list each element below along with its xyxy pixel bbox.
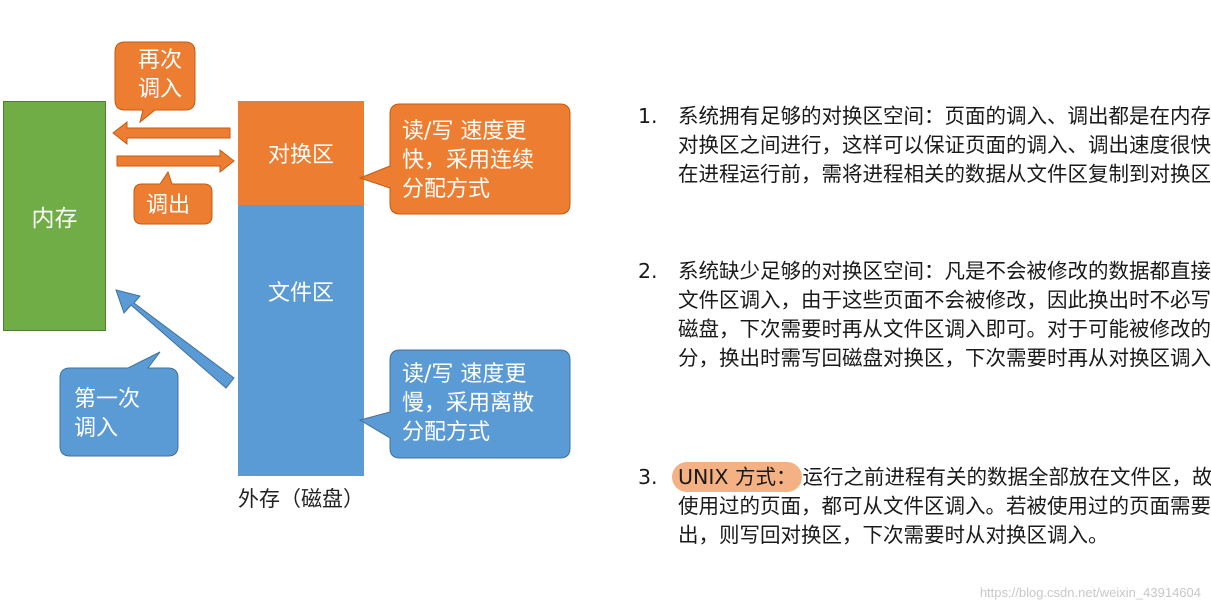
fast-callout xyxy=(358,103,571,215)
file-area-label: 文件区 xyxy=(267,281,334,306)
item-number: 3. xyxy=(638,465,658,489)
swap-in-text: 再次调入 xyxy=(137,48,182,102)
disk-caption: 外存（磁盘） xyxy=(238,487,364,511)
first-load-text: 第一次调入 xyxy=(74,387,141,441)
item-number: 1. xyxy=(638,104,658,128)
swap-in-callout xyxy=(114,41,196,124)
watermark: https://blog.csdn.net/weixin_43914604 xyxy=(979,585,1201,600)
unix-highlight: UNIX 方式： xyxy=(672,462,803,492)
fast-callout-text: 读/写 速度更快，采用连续分配方式 xyxy=(402,119,535,202)
item-text: 系统缺少足够的对换区空间：凡是不会被修改的数据都直接从文件区调入，由于这些页面不… xyxy=(678,259,1211,370)
slow-callout xyxy=(358,349,571,459)
list-item: 3. UNIX 方式：运行之前进程有关的数据全部放在文件区，故未使用过的页面，都… xyxy=(634,462,1211,550)
list-item: 2. 系统缺少足够的对换区空间：凡是不会被修改的数据都直接从文件区调入，由于这些… xyxy=(634,257,1211,373)
item-text: 系统拥有足够的对换区空间：页面的调入、调出都是在内存与对换区之间进行，这样可以保… xyxy=(678,104,1211,186)
slow-callout-text: 读/写 速度更慢，采用离散分配方式 xyxy=(402,362,535,445)
memory-block: 内存 xyxy=(3,101,106,331)
swap-out-arrow xyxy=(116,148,235,174)
list-item: 1. 系统拥有足够的对换区空间：页面的调入、调出都是在内存与对换区之间进行，这样… xyxy=(634,102,1211,189)
swap-out-callout xyxy=(133,170,213,225)
swap-area-block: 对换区 xyxy=(238,101,364,205)
item-text: 运行之前进程有关的数据全部放在文件区，故未使用过的页面，都可从文件区调入。若被使… xyxy=(678,465,1211,547)
memory-label: 内存 xyxy=(31,206,78,232)
file-area-block: 文件区 xyxy=(238,205,364,476)
item-number: 2. xyxy=(638,259,658,283)
first-load-callout xyxy=(59,351,179,457)
swap-area-label: 对换区 xyxy=(267,143,334,168)
swap-out-text: 调出 xyxy=(146,193,191,218)
diagram-shapes xyxy=(59,41,571,459)
first-load-arrow xyxy=(115,289,235,389)
swap-in-arrow xyxy=(112,120,231,146)
